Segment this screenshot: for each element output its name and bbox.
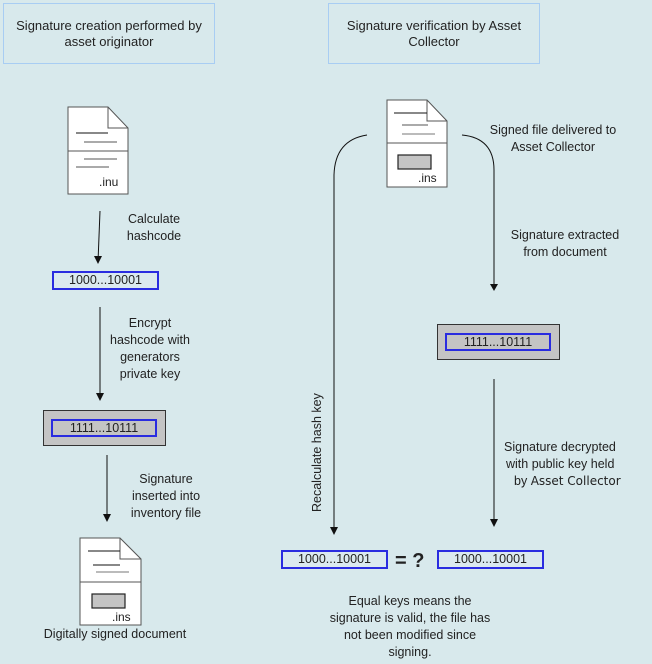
label-line: Equal keys means the bbox=[348, 594, 472, 608]
label-line: Asset Collector bbox=[510, 140, 596, 154]
label-line: hashcode with bbox=[110, 333, 190, 347]
extracted-signature-value: 1111...10111 bbox=[445, 333, 551, 351]
label-line: Calculate bbox=[127, 212, 181, 226]
label-line: signing. bbox=[388, 645, 432, 659]
label-line: inventory file bbox=[130, 506, 202, 520]
extracted-signature-block: 1111...10111 bbox=[437, 324, 560, 360]
encrypted-signature-value: 1111...10111 bbox=[51, 419, 157, 437]
label-line: hashcode bbox=[126, 229, 182, 243]
doc-ext-inu: .inu bbox=[99, 175, 118, 189]
label-line: private key bbox=[119, 367, 181, 381]
caption-digitally-signed-document: Digitally signed document bbox=[43, 627, 187, 641]
label-signature-extracted: Signature extracted from document bbox=[495, 227, 635, 261]
arrow-extract-signature bbox=[461, 134, 495, 288]
document-icon-signed-ins: .ins bbox=[79, 537, 142, 626]
arrow-recalculate-hash bbox=[333, 134, 368, 532]
label-line: Signed file delivered to bbox=[489, 123, 617, 137]
hash-value-box: 1000...10001 bbox=[52, 271, 159, 290]
header-signature-verification: Signature verification by Asset Collecto… bbox=[328, 3, 540, 64]
document-icon-received-ins: .ins bbox=[386, 99, 448, 188]
label-fragment: by bbox=[514, 474, 531, 488]
label-fragment-asset-collector: Asset Collector bbox=[530, 474, 621, 488]
label-line: with public key held bbox=[506, 457, 615, 471]
label-signature-decrypted: Signature decrypted with public key held… bbox=[504, 439, 644, 490]
label-signed-file-delivered: Signed file delivered to Asset Collector bbox=[478, 122, 628, 156]
label-encrypt-hashcode: Encrypt hashcode with generators private… bbox=[100, 315, 200, 383]
label-line: Signature bbox=[139, 472, 193, 486]
label-line: by Asset Collector bbox=[504, 473, 644, 490]
label-line: from document bbox=[523, 245, 607, 259]
label-line: inserted into bbox=[131, 489, 201, 503]
label-conclusion: Equal keys means the signature is valid,… bbox=[325, 593, 495, 661]
label-line: Signature extracted bbox=[510, 228, 620, 242]
label-recalculate-hash-key: Recalculate hash key bbox=[310, 393, 324, 512]
compare-symbol: = ? bbox=[395, 550, 425, 572]
doc-ext-received-ins: .ins bbox=[418, 171, 437, 185]
encrypted-signature-block: 1111...10111 bbox=[43, 410, 166, 446]
label-signature-inserted: Signature inserted into inventory file bbox=[116, 471, 216, 522]
label-line: Signature decrypted bbox=[504, 440, 616, 454]
header-signature-creation: Signature creation performed by asset or… bbox=[3, 3, 215, 64]
document-icon-inu: .inu bbox=[67, 106, 129, 195]
label-line: generators bbox=[120, 350, 180, 364]
decrypted-hash-box: 1000...10001 bbox=[437, 550, 544, 569]
label-line: Encrypt bbox=[128, 316, 172, 330]
label-calculate-hashcode: Calculate hashcode bbox=[112, 211, 196, 245]
arrow-calculate-hash bbox=[97, 210, 101, 263]
doc-ext-ins: .ins bbox=[112, 610, 131, 624]
label-line: not been modified since bbox=[343, 628, 477, 642]
label-line: signature is valid, the file has bbox=[329, 611, 491, 625]
recalculated-hash-box: 1000...10001 bbox=[281, 550, 388, 569]
